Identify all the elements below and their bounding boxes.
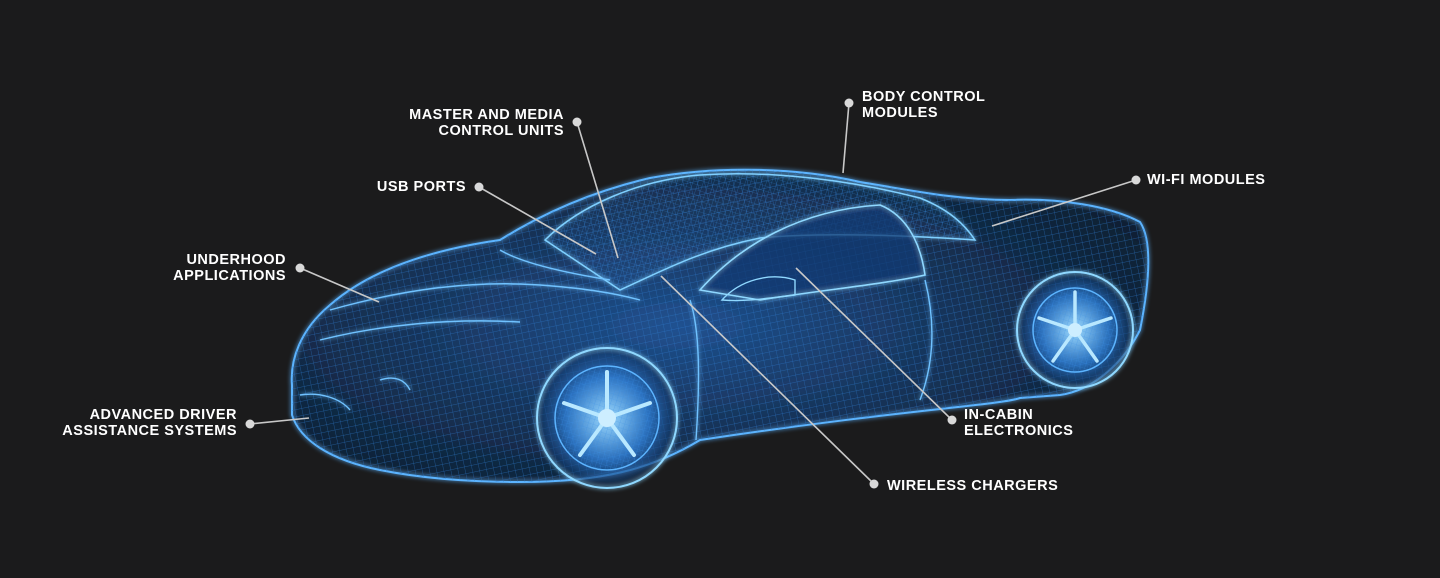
- adas-dot: [245, 419, 255, 429]
- label-wifi-modules-line1: WI-FI MODULES: [1147, 172, 1266, 188]
- rear-wheel: [1016, 271, 1134, 389]
- label-master-media-line2: CONTROL UNITS: [438, 123, 564, 139]
- usb-ports-dot: [474, 182, 484, 192]
- master-media-dot: [572, 117, 582, 127]
- in-cabin-dot: [947, 415, 957, 425]
- car-cabin: [543, 172, 977, 302]
- label-usb-ports: USB PORTS: [377, 179, 466, 195]
- adas-leader: [249, 417, 310, 425]
- front-wheel: [536, 347, 678, 489]
- label-adas-line2: ASSISTANCE SYSTEMS: [62, 423, 237, 439]
- label-adas: ADVANCED DRIVER ASSISTANCE SYSTEMS: [62, 407, 237, 439]
- label-usb-ports-line1: USB PORTS: [376, 179, 466, 195]
- car-hood: [299, 249, 933, 441]
- label-wireless-chargers: WIRELESS CHARGERS: [887, 478, 1058, 494]
- body-control-leader: [842, 102, 850, 174]
- label-body-control-line1: BODY CONTROL: [862, 89, 986, 105]
- label-underhood-line1: UNDERHOOD: [186, 252, 286, 268]
- master-media-leader: [576, 121, 619, 259]
- wireless-chargers-leader: [660, 275, 875, 485]
- in-cabin-leader: [795, 267, 953, 421]
- usb-ports-leader: [478, 186, 597, 255]
- label-wifi-modules: WI-FI MODULES: [1147, 172, 1265, 188]
- underhood-leader: [299, 267, 380, 303]
- label-underhood: UNDERHOOD APPLICATIONS: [173, 252, 286, 284]
- wireless-chargers-dot: [869, 479, 879, 489]
- underhood-dot: [295, 263, 305, 273]
- label-master-media-line1: MASTER AND MEDIA: [409, 107, 564, 123]
- label-in-cabin-line1: IN-CABIN: [964, 407, 1034, 423]
- label-body-control-line2: MODULES: [862, 105, 938, 121]
- label-wireless-chargers-line1: WIRELESS CHARGERS: [887, 478, 1059, 494]
- label-underhood-line2: APPLICATIONS: [173, 268, 286, 284]
- label-master-media: MASTER AND MEDIA CONTROL UNITS: [409, 107, 564, 139]
- body-control-dot: [844, 98, 854, 108]
- label-body-control: BODY CONTROL MODULES: [862, 89, 985, 121]
- label-in-cabin-line2: ELECTRONICS: [964, 423, 1074, 439]
- label-adas-line1: ADVANCED DRIVER: [89, 407, 237, 423]
- callout-dots: [245, 98, 1141, 489]
- wifi-modules-leader: [991, 179, 1137, 227]
- wifi-modules-dot: [1131, 175, 1141, 185]
- callout-lines: [249, 102, 1137, 485]
- car-body: [290, 168, 1150, 484]
- label-in-cabin: IN-CABIN ELECTRONICS: [964, 407, 1073, 439]
